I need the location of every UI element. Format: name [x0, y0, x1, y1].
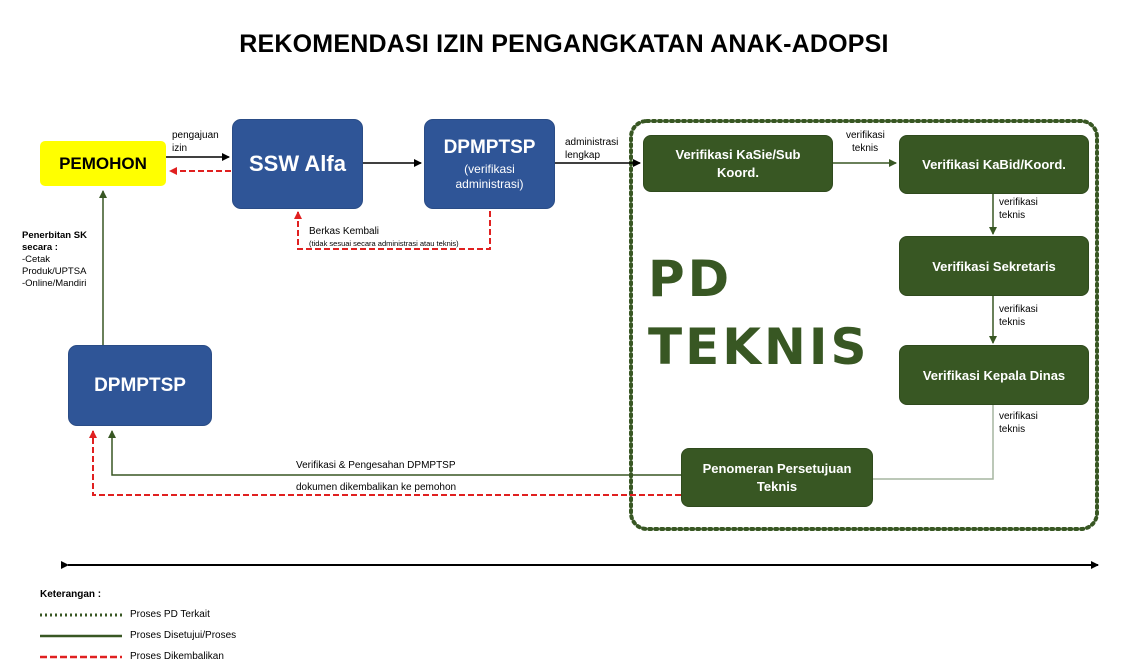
verifikasi-kasie-box: Verifikasi KaSie/Sub Koord. [643, 135, 833, 192]
dpmptsp-verifikasi-box: DPMPTSP (verifikasi administrasi) [424, 119, 555, 209]
label-penerbitan-opt3: -Online/Mandiri [22, 278, 87, 289]
dpmptsp-bottom-label: DPMPTSP [94, 374, 186, 396]
legend-title: Keterangan : [40, 589, 102, 600]
verifikasi-kabid-label: Verifikasi KaBid/Koord. [922, 157, 1066, 172]
label-penerbitan-title1: Penerbitan SK [22, 230, 87, 241]
dpmptsp-bottom-box: DPMPTSP [68, 345, 212, 426]
label-verifikasi-text: verifikasi [999, 411, 1038, 422]
pd-teknis-region-border [629, 119, 1099, 531]
verifikasi-kasie-line1: Verifikasi KaSie/Sub [675, 146, 801, 162]
arrow-berkas-kembali [294, 211, 491, 250]
label-teknis-text: teknis [999, 423, 1026, 435]
label-dokumen-dikembalikan: dokumen dikembalikan ke pemohon [296, 482, 457, 493]
label-administrasi-line1: administrasi [565, 137, 619, 148]
label-verifikasi-teknis-2: verifikasi teknis [999, 197, 1038, 222]
penomeran-line2: Teknis [756, 478, 798, 494]
label-verifikasi-pengesahan: Verifikasi & Pengesahan DPMPTSP [296, 460, 456, 471]
arrow-penomeran-to-dpmptsp [108, 430, 681, 476]
ssw-alfa-label: SSW Alfa [249, 151, 346, 176]
verifikasi-sekretaris-label: Verifikasi Sekretaris [932, 258, 1056, 274]
label-administrasi-line2: lengkap [565, 149, 601, 161]
diagram-title: REKOMENDASI IZIN PENGANGKATAN ANAK-ADOPS… [239, 30, 889, 58]
label-verifikasi-text: verifikasi [999, 197, 1038, 208]
ssw-alfa-box: SSW Alfa [232, 119, 363, 209]
penomeran-box: Penomeran Persetujuan Teknis [681, 448, 873, 507]
label-pengajuan-line2: izin [172, 142, 188, 154]
dpmptsp-verifikasi-subtitle: (verifikasi administrasi) [455, 162, 524, 191]
legend-item-dikembalikan: Proses Dikembalikan [130, 651, 224, 662]
label-penerbitan-opt1: -Cetak [22, 254, 50, 265]
pemohon-label: PEMOHON [59, 153, 147, 173]
legend-item-disetujui: Proses Disetujui/Proses [130, 630, 237, 641]
pd-teknis-line1: PD [648, 250, 733, 308]
penomeran-line1: Penomeran Persetujuan [702, 460, 852, 476]
verifikasi-kadis-label: Verifikasi Kepala Dinas [922, 367, 1066, 383]
label-penerbitan-opt2: Produk/UPTSA [22, 266, 87, 277]
dpmptsp-verifikasi-title: DPMPTSP [443, 137, 536, 158]
label-pengajuan-izin: pengajuan izin [172, 130, 219, 155]
label-verifikasi-teknis-3: verifikasi teknis [999, 304, 1038, 329]
verifikasi-kabid-box: Verifikasi KaBid/Koord. [899, 135, 1089, 194]
label-verifikasi-teknis-4: verifikasi teknis [999, 411, 1038, 436]
label-pengajuan-line1: pengajuan [172, 130, 219, 141]
label-verifikasi-text: verifikasi [846, 130, 885, 141]
pemohon-box: PEMOHON [40, 141, 166, 186]
verifikasi-sekretaris-box: Verifikasi Sekretaris [899, 236, 1089, 296]
label-teknis-text: teknis [852, 142, 879, 154]
legend-item-pd-terkait: Proses PD Terkait [130, 609, 210, 620]
label-penerbitan-title2: secara : [22, 242, 58, 253]
verifikasi-kasie-line2: Koord. [717, 164, 759, 180]
label-teknis-text: teknis [999, 316, 1026, 328]
label-teknis-text: teknis [999, 209, 1026, 221]
label-berkas-title: Berkas Kembali [309, 226, 380, 237]
label-verifikasi-text: verifikasi [999, 304, 1038, 315]
verifikasi-kadis-box: Verifikasi Kepala Dinas [899, 345, 1089, 405]
pd-teknis-line2: TEKNIS [648, 318, 870, 376]
arrow-kadis-to-penomeran [873, 405, 994, 480]
label-berkas-note: (tidak sesuai secara administrasi atau t… [309, 238, 459, 248]
arrow-dokumen-dikembalikan [89, 430, 681, 496]
label-penerbitan-sk: Penerbitan SK secara : -Cetak Produk/UPT… [22, 230, 87, 290]
label-berkas-kembali: Berkas Kembali (tidak sesuai secara admi… [309, 226, 459, 249]
label-verifikasi-teknis-1: verifikasi teknis [846, 130, 885, 155]
label-administrasi-lengkap: administrasi lengkap [565, 137, 618, 162]
